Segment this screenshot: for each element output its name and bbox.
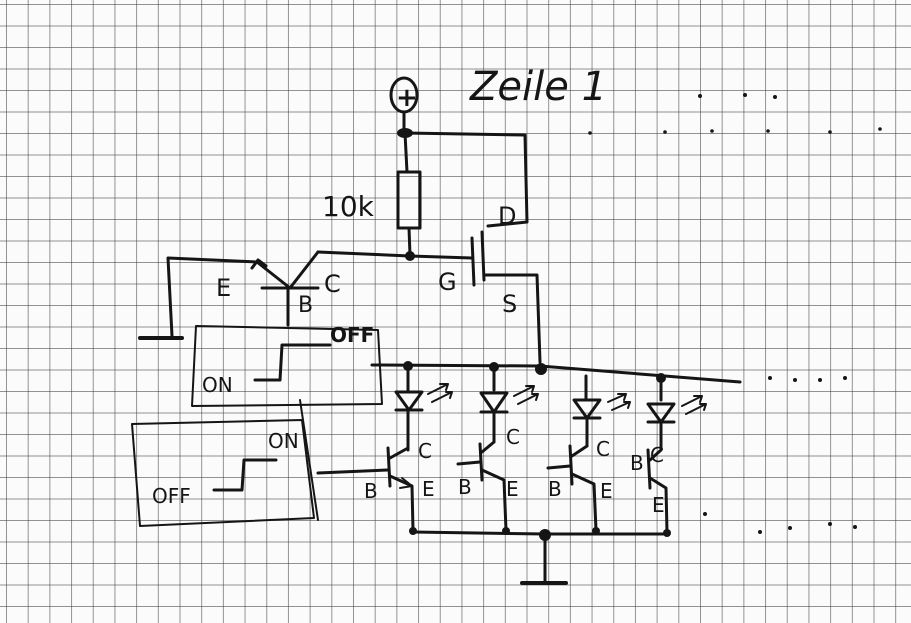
resistor-10k: 10k [322, 131, 422, 261]
gate-label: G [438, 268, 457, 296]
t4-collector: C [650, 443, 664, 467]
pnp-transistor: E B C [138, 250, 341, 340]
pnp-collector-label: C [324, 270, 341, 298]
led-1 [394, 364, 453, 412]
mosfet: D G S [438, 202, 542, 364]
transistor-3: C B E [546, 416, 613, 532]
t1-collector: C [418, 439, 432, 463]
t4-base: B [630, 451, 644, 475]
switch-1: ON OFF [191, 323, 383, 407]
transistor-4: C B E [630, 420, 669, 534]
transistor-2: C B E [456, 410, 520, 532]
supply-terminal: + [389, 76, 419, 138]
led-3 [572, 374, 631, 420]
switch-1-off: OFF [330, 323, 374, 347]
ground-symbol [520, 533, 568, 585]
led-2 [479, 365, 539, 414]
drain-label: D [498, 202, 516, 230]
source-rail [370, 363, 742, 384]
switch-2: OFF ON [131, 399, 319, 527]
rail-continuation-dots [768, 376, 847, 382]
t1-base: B [364, 479, 378, 503]
t3-base: B [548, 477, 562, 501]
title-continuation-dots [588, 93, 882, 135]
pnp-base-label: B [298, 293, 313, 318]
t3-emitter: E [600, 479, 613, 503]
ground-continuation-dots [703, 512, 857, 534]
t2-emitter: E [506, 477, 519, 501]
gate-wire [316, 250, 474, 260]
resistor-value: 10k [322, 190, 375, 223]
ground-junctions [409, 527, 671, 541]
led-4 [646, 376, 707, 424]
pnp-emitter-label: E [216, 274, 231, 302]
switch-1-on: ON [202, 373, 233, 397]
transistor-1: C B E [316, 408, 435, 532]
t2-collector: C [506, 425, 520, 449]
switch-2-on: ON [268, 429, 299, 453]
t4-emitter: E [652, 493, 665, 517]
t3-collector: C [596, 437, 610, 461]
t2-base: B [458, 475, 472, 499]
drain-wire [403, 131, 529, 228]
switch-2-off: OFF [152, 484, 191, 508]
title: Zeile 1 [469, 64, 607, 110]
t1-emitter: E [422, 477, 435, 501]
source-label: S [502, 290, 517, 318]
svg-text:+: + [396, 83, 418, 113]
